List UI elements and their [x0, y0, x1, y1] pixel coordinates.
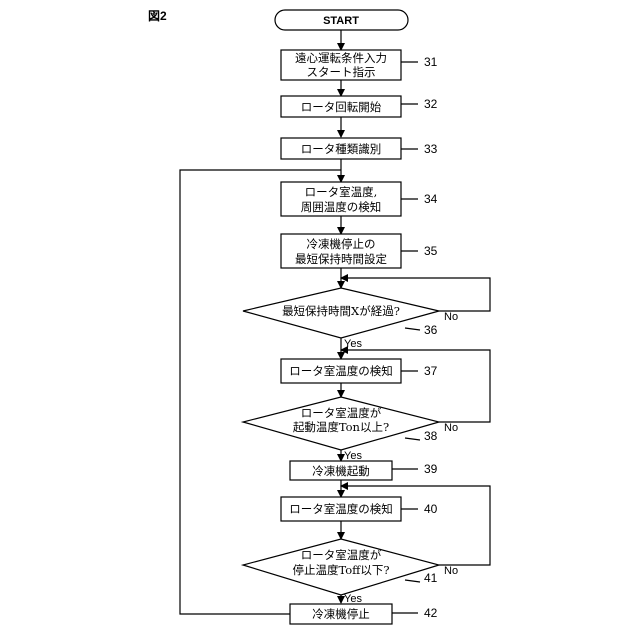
step-42-ref: 42	[424, 606, 438, 620]
decision-41-line1: ロータ室温度が	[301, 548, 382, 562]
step-35-ref: 35	[424, 244, 438, 258]
step-39-ref: 39	[424, 462, 438, 476]
step-34-ref: 34	[424, 192, 438, 206]
step-33-ref: 33	[424, 142, 438, 156]
decision-41-line2: 停止温度Toff以下?	[292, 563, 389, 577]
decision-36-no: No	[444, 311, 458, 323]
decision-36-leader	[405, 328, 420, 330]
figure-label: 図2	[148, 9, 167, 23]
step-31-line2: スタート指示	[307, 65, 376, 79]
step-34-line1: ロータ室温度,	[305, 185, 378, 199]
step-31-ref: 31	[424, 55, 438, 69]
decision-38-yes: Yes	[344, 450, 362, 462]
decision-38-ref: 38	[424, 429, 438, 443]
decision-38-leader	[405, 438, 420, 440]
decision-41-leader	[405, 580, 420, 582]
step-34-line2: 周囲温度の検知	[301, 200, 382, 214]
step-39-line1: 冷凍機起動	[312, 464, 370, 478]
start-label: START	[323, 15, 359, 27]
step-35-line2: 最短保持時間設定	[295, 252, 387, 266]
decision-41-no: No	[444, 565, 458, 577]
decision-36-question: 最短保持時間Xが経過?	[282, 304, 400, 318]
decision-38-line2: 起動温度Ton以上?	[293, 420, 389, 434]
decision-36-yes: Yes	[344, 338, 362, 350]
decision-38-line1: ロータ室温度が	[301, 406, 382, 420]
decision-41-ref: 41	[424, 571, 438, 585]
step-40-line1: ロータ室温度の検知	[289, 502, 393, 516]
step-31-line1: 遠心運転条件入力	[295, 51, 387, 65]
step-35-line1: 冷凍機停止の	[307, 237, 376, 251]
step-32-ref: 32	[424, 97, 438, 111]
step-32-line1: ロータ回転開始	[301, 100, 382, 114]
decision-36-ref: 36	[424, 323, 438, 337]
step-40-ref: 40	[424, 502, 438, 516]
step-42-line1: 冷凍機停止	[312, 607, 370, 621]
step-37-ref: 37	[424, 364, 438, 378]
decision-41-yes: Yes	[344, 593, 362, 605]
step-33-line1: ロータ種類識別	[301, 142, 382, 156]
decision-38-no: No	[444, 422, 458, 434]
step-37-line1: ロータ室温度の検知	[289, 364, 393, 378]
